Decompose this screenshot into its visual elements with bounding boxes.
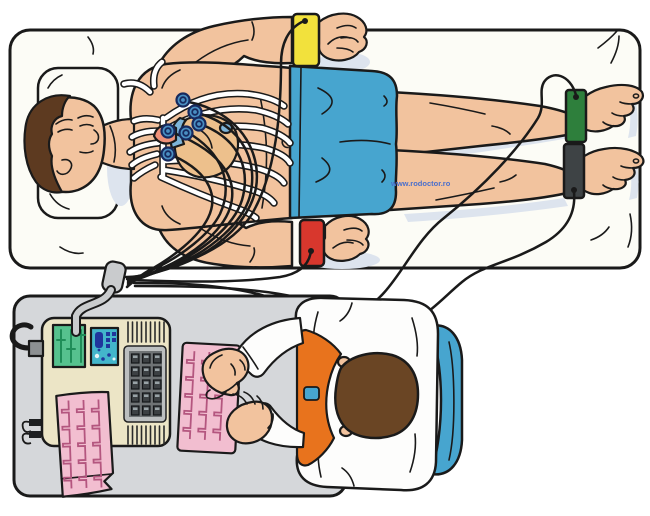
chest-electrode (191, 116, 207, 132)
display-knobs[interactable] (94, 348, 116, 361)
power-cable (9, 322, 34, 351)
red-right-arm-electrode (298, 218, 326, 268)
technician-left-hand (225, 391, 274, 445)
ecg-printout-machine (55, 390, 115, 498)
keypad-keys[interactable] (130, 353, 162, 416)
technician-right-hand (201, 347, 250, 400)
limb-electrode-wires (131, 19, 578, 332)
display-screen (95, 332, 103, 348)
left-arm-details (195, 21, 359, 63)
vent-grille-bottom (127, 425, 165, 445)
connector-panel-slots (56, 329, 86, 363)
patient-head (23, 94, 106, 194)
bed-wrinkles (59, 30, 633, 255)
chest-electrodes (160, 92, 207, 162)
display-buttons[interactable] (106, 332, 116, 348)
yellow-left-arm-electrode (291, 12, 321, 68)
shorts-folds (298, 66, 391, 218)
shirt-detail (303, 386, 320, 401)
vent-grille-top (127, 321, 165, 343)
patient-right-foot (569, 146, 645, 196)
chest-electrode (160, 123, 176, 139)
green-electrode-wire (132, 74, 578, 320)
patient (23, 12, 645, 289)
chest-electrode (187, 104, 203, 120)
chest-electrode (175, 92, 191, 108)
coat-folds (312, 302, 419, 487)
red-electrode-wire (131, 249, 313, 283)
chest-electrode (178, 125, 194, 141)
patient-legs (388, 83, 645, 212)
patient-right-leg (388, 148, 573, 212)
patient-left-foot (570, 83, 644, 133)
patient-cable (71, 285, 116, 337)
power-connector (9, 322, 45, 358)
green-electrode-terminal (573, 94, 579, 100)
leg-details (429, 93, 640, 201)
patient-hair (23, 94, 72, 194)
technician-head (334, 351, 420, 440)
limb-electrodes (291, 12, 588, 268)
patient-right-hand (321, 214, 370, 262)
green-left-leg-electrode (564, 88, 588, 144)
pillow-creases (47, 74, 70, 210)
watermark-text: www.rodoctor.ro (390, 179, 451, 188)
chest-electrode (160, 146, 176, 162)
black-electrode-terminal (571, 187, 577, 193)
keypad[interactable] (123, 345, 167, 423)
patient-shorts (288, 64, 399, 220)
yellow-electrode-wire (132, 19, 306, 279)
technician (201, 296, 464, 492)
face-details (55, 114, 100, 176)
display-panel (89, 326, 120, 367)
aux-plugs (21, 419, 41, 445)
